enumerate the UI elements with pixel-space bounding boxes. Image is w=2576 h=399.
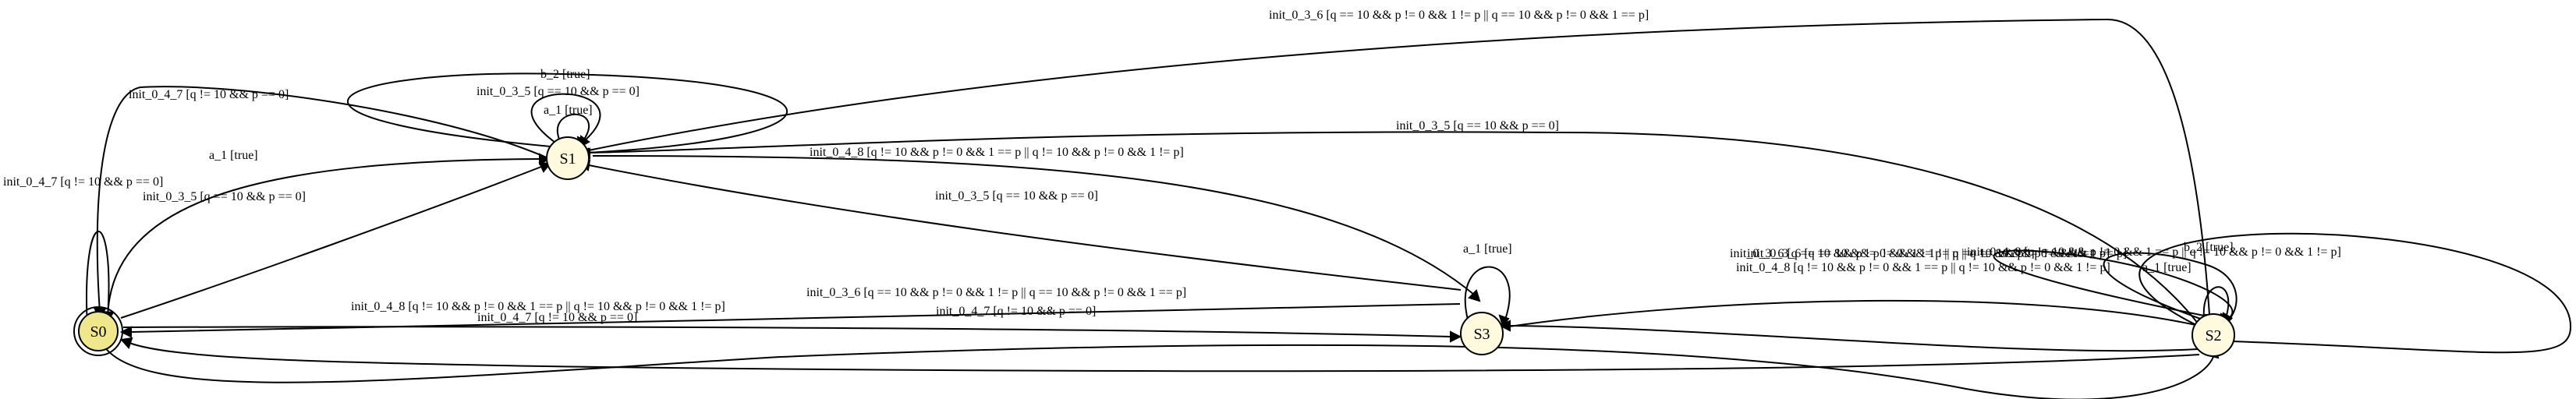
edge-s1-s3-init-0-4-8: init_0_4_8 [q != 10 && p != 0 && 1 == p … xyxy=(592,146,1481,302)
state-label: S1 xyxy=(559,150,576,168)
edge-label: init_0_4_7 [q != 10 && p == 0] xyxy=(477,311,637,324)
edge-s2-s3-init-0-4-8: init_0_4_8 [q != 10 && p != 0 && 1 == p … xyxy=(1498,261,2199,352)
state-s0: S0 xyxy=(73,306,123,356)
edge-label: init_0_3_6 [q == 10 && p != 0 && 1 != p … xyxy=(1747,247,2127,260)
edge-label: a_1 [true] xyxy=(1463,242,1512,256)
edge-label: init_0_3_6 [q == 10 && p != 0 && 1 != p … xyxy=(1269,9,1649,22)
edge-s0-s1-a-1: a_1 [true] xyxy=(107,149,551,322)
edge-s2-s0-init-0-3-6: init_0_3_6 [q == 10 && p != 0 && 1 != p … xyxy=(120,286,2200,373)
edge-label: init_0_3_5 [q == 10 && p == 0] xyxy=(935,189,1098,203)
edge-s0-s1-init-0-3-5: init_0_3_5 [q == 10 && p == 0] xyxy=(120,161,551,319)
edge-label: init_0_3_6 [q == 10 && p != 0 && 1 != p … xyxy=(806,286,1186,299)
edge-label: a_1 [true] xyxy=(209,149,258,162)
edge-label: a_1 [true] xyxy=(544,104,593,117)
edge-s0-s2-init-0-4-7: init_0_4_7 [q != 10 && p == 0] xyxy=(102,305,2220,399)
edge-label: a_1 [true] xyxy=(2142,261,2192,274)
edge-label: init_0_4_7 [q != 10 && p == 0] xyxy=(3,175,163,189)
edge-s0-s0-init-0-4-7: init_0_4_7 [q != 10 && p == 0] xyxy=(3,175,163,328)
state-label: S0 xyxy=(90,323,106,341)
edge-label: b_2 [true] xyxy=(540,68,590,81)
state-s2: S2 xyxy=(2192,313,2235,357)
edge-s1-s0-init-0-4-7: init_0_4_7 [q != 10 && p == 0] xyxy=(93,86,551,320)
edge-s1-s2-init-0-3-6: init_0_3_6 [q == 10 && p != 0 && 1 != p … xyxy=(580,9,2216,327)
state-label: S2 xyxy=(2205,327,2221,344)
edge-s3-s3-a-1: a_1 [true] xyxy=(1463,242,1512,328)
edge-label: init_0_4_8 [q != 10 && p != 0 && 1 == p … xyxy=(1967,245,2341,259)
state-s1: S1 xyxy=(546,136,590,180)
edge-label: init_0_4_8 [q != 10 && p != 0 && 1 == p … xyxy=(810,146,1184,159)
edge-label: init_0_4_8 [q != 10 && p != 0 && 1 == p … xyxy=(351,300,725,313)
edge-s0-s3-init-0-4-8: init_0_4_8 [q != 10 && p != 0 && 1 == p … xyxy=(122,300,1462,343)
state-s3: S3 xyxy=(1460,312,1504,355)
edge-label: init_0_3_5 [q == 10 && p == 0] xyxy=(143,190,306,203)
edge-label: b_2 [true] xyxy=(2184,241,2234,254)
edge-label: init_0_4_8 [q != 10 && p != 0 && 1 == p … xyxy=(1736,261,2110,274)
edge-label: init_0_4_7 [q != 10 && p == 0] xyxy=(936,305,1096,318)
edge-label: init_0_3_5 [q == 10 && p == 0] xyxy=(477,85,640,98)
edge-s3-s1-init-0-3-5: init_0_3_5 [q == 10 && p == 0] xyxy=(578,159,1462,291)
state-label: S3 xyxy=(1473,326,1490,343)
edge-label: init_0_4_7 [q != 10 && p == 0] xyxy=(129,88,289,101)
edge-s3-s0-init-0-4-7: init_0_4_7 [q != 10 && p == 0] xyxy=(119,303,1461,338)
edge-label: init_0_3_5 [q == 10 && p == 0] xyxy=(1396,119,1559,132)
